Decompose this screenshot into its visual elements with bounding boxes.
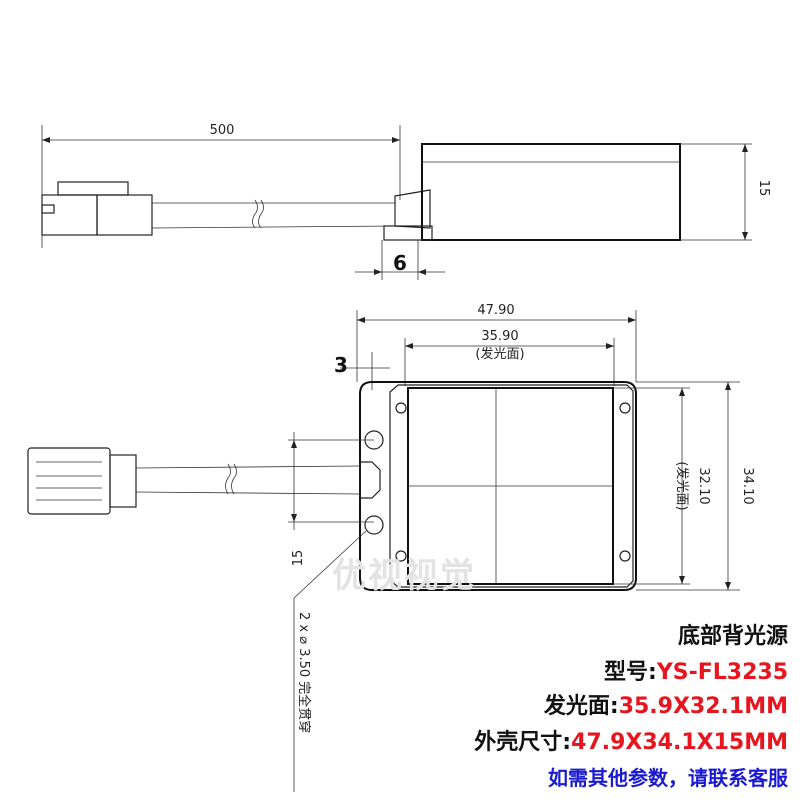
- housing-outline: [359, 381, 637, 591]
- housing-inner-flange: [389, 384, 634, 588]
- arrow-down: [742, 232, 748, 240]
- arrow-ow-left: [357, 317, 365, 323]
- model-value: YS-FL3235: [656, 660, 788, 685]
- edge-margin-label: 3: [334, 353, 348, 377]
- height-label: 15: [756, 180, 771, 197]
- arrow-eh-up: [679, 388, 685, 396]
- screw-icon: [395, 550, 407, 562]
- arrow-oh-down: [725, 582, 731, 590]
- screw-icon: [619, 550, 631, 562]
- watermark: 优视视觉: [332, 556, 476, 596]
- housing-side: [421, 143, 681, 241]
- arrow-left: [42, 137, 50, 143]
- arrow-hs-down: [291, 514, 297, 522]
- connector-side-housing: [96, 194, 153, 236]
- hole-callout: 2 x ⌀ 3.50 完全贯穿: [296, 612, 312, 733]
- contact-note: 如需其他参数，请联系客服: [548, 766, 788, 790]
- cable-strain-relief: [394, 189, 431, 229]
- arrow-hs-up: [291, 440, 297, 448]
- emit-height-label: 32.10: [696, 467, 711, 504]
- model-label: 型号:: [604, 660, 657, 685]
- size-row: 外壳尺寸:47.9X34.1X15MM: [474, 724, 788, 756]
- cable-length-label: 500: [210, 123, 235, 138]
- cable-strain-relief-top: [359, 461, 381, 499]
- screw-icon: [619, 402, 631, 414]
- hole-leader: [293, 530, 367, 599]
- connector-top-housing: [109, 454, 137, 508]
- cable-break-2: [258, 199, 264, 229]
- arrow-ew-left: [405, 343, 413, 349]
- emit-height-note: (发光面): [674, 461, 690, 510]
- cable-exit-label: 6: [393, 251, 407, 275]
- emit-row: 发光面:35.9X32.1MM: [544, 688, 788, 720]
- product-title: 底部背光源: [677, 624, 788, 649]
- outer-width-label: 47.90: [477, 303, 514, 318]
- housing-base-lip: [383, 225, 433, 241]
- mounting-hole-bottom: [364, 515, 384, 535]
- hole-spacing-label: 15: [291, 550, 306, 567]
- cable-bottom: [151, 225, 396, 229]
- arrow-eh-down: [679, 576, 685, 584]
- emit-width-note: (发光面): [475, 346, 524, 362]
- connector-pin-slot: [41, 204, 55, 214]
- arrow-up: [742, 144, 748, 152]
- arrow-right: [392, 137, 400, 143]
- outer-height-label: 34.10: [740, 467, 755, 504]
- emit-width-label: 35.90: [481, 329, 518, 344]
- connector-side-body: [41, 194, 98, 236]
- screw-icon: [395, 402, 407, 414]
- cable-top-view-1: [135, 465, 361, 469]
- arrow-ew-right: [606, 343, 614, 349]
- arrow-6-left: [374, 269, 382, 275]
- size-value: 47.9X34.1X15MM: [571, 730, 788, 755]
- side-view: 500 15 6: [41, 123, 771, 280]
- arrow-6-right: [418, 269, 426, 275]
- model-row: 型号:YS-FL3235: [604, 654, 788, 686]
- arrow-oh-up: [725, 382, 731, 390]
- cable-break-top-1: [225, 463, 231, 495]
- arrow-ow-right: [628, 317, 636, 323]
- top-view: 47.90 35.90 (发光面) 3 15: [27, 303, 755, 792]
- emit-label: 发光面:: [543, 694, 619, 719]
- cable-top-view-2: [135, 491, 361, 495]
- cable-break-1: [252, 199, 258, 229]
- size-label: 外壳尺寸:: [474, 730, 572, 755]
- connector-side-latch: [57, 181, 129, 196]
- connector-top-body: [27, 447, 111, 515]
- cable-break-top-2: [231, 463, 237, 495]
- emit-value: 35.9X32.1MM: [618, 694, 788, 719]
